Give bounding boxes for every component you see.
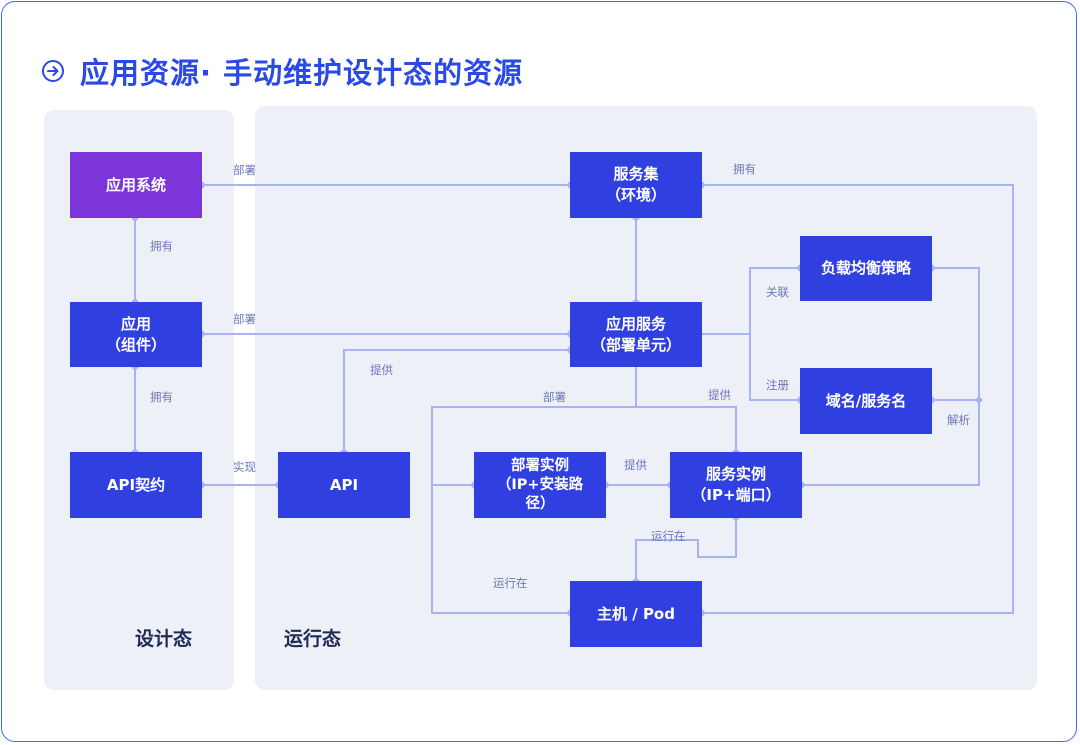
node-api-contract: API契约 — [70, 452, 202, 518]
edge-app-service-lb — [702, 264, 804, 335]
edge-label-implement: 实现 — [233, 460, 256, 474]
arrow-circle-right-icon — [42, 60, 64, 82]
node-app-service: 应用服务 （部署单元） — [570, 302, 702, 367]
edge-label-own: 拥有 — [150, 239, 173, 253]
edge-label-register: 注册 — [766, 378, 789, 392]
edge-lb-service-instance — [798, 264, 980, 489]
edge-service-set-host — [698, 181, 1014, 617]
node-lb-policy: 负载均衡策略 — [800, 236, 932, 301]
edge-label-own: 拥有 — [733, 162, 756, 176]
runtime-panel-label: 运行态 — [284, 628, 342, 650]
node-app-component: 应用 （组件） — [70, 302, 202, 367]
edge-label-resolve: 解析 — [947, 413, 970, 427]
edge-api-app-service — [340, 346, 574, 456]
edge-label-deploy: 部署 — [543, 390, 566, 404]
edge-label-relate: 关联 — [766, 285, 789, 299]
edge-app-service-deploy-instance — [431, 367, 637, 489]
title-row: 应用资源· 手动维护设计态的资源 — [40, 50, 523, 92]
edge-label-provide: 提供 — [370, 363, 393, 377]
node-app-system: 应用系统 — [70, 152, 202, 218]
edge-label-provide: 提供 — [708, 388, 731, 402]
edge-app-service-service-instance — [636, 406, 740, 456]
edge-label-deploy: 部署 — [233, 163, 256, 177]
edge-service-instance-host — [632, 514, 740, 585]
node-service-instance: 服务实例 （IP+端口） — [670, 452, 802, 518]
edge-deploy-host — [431, 485, 574, 617]
page-title: 应用资源· 手动维护设计态的资源 — [80, 56, 524, 90]
edge-label-run-on: 运行在 — [651, 529, 686, 543]
node-deploy-instance: 部署实例 （IP+安装路 径） — [474, 452, 606, 518]
edge-label-provide: 提供 — [624, 458, 647, 472]
node-service-set: 服务集 （环境） — [570, 152, 702, 218]
edge-label-deploy: 部署 — [233, 312, 256, 326]
node-api: API — [278, 452, 410, 518]
design-panel-label: 设计态 — [135, 628, 193, 650]
edge-app-service-domain — [749, 334, 804, 404]
node-host-pod: 主机 / Pod — [570, 581, 702, 647]
node-domain: 域名/服务名 — [800, 368, 932, 434]
edge-label-own: 拥有 — [150, 390, 173, 404]
edge-label-run-on: 运行在 — [493, 576, 528, 590]
